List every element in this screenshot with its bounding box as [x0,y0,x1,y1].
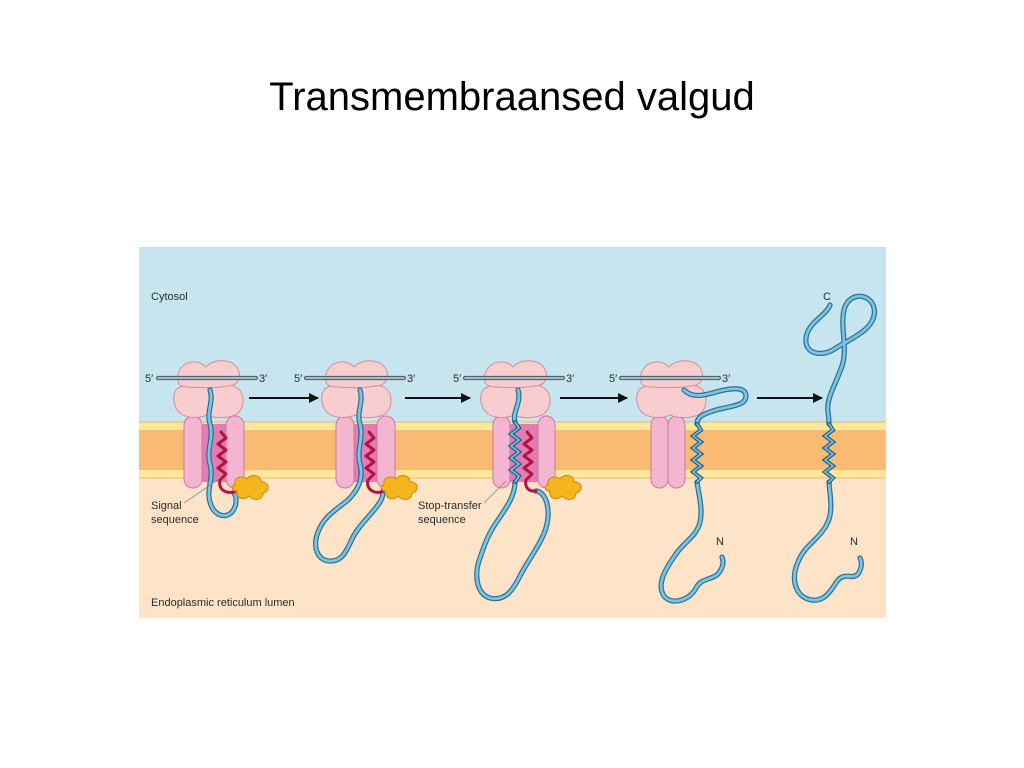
chain-core [314,388,384,563]
chain-core [207,388,238,517]
stop-transfer-label-line-1: Stop-transfer [418,500,482,512]
signal-sequence [364,430,384,494]
mrna-5-prime-label: 5′ [609,373,617,385]
n-terminus-label: N [850,536,858,548]
chain-core [682,387,748,426]
stop-transfer-label: Stop-transfer sequence [418,500,485,526]
stop-transfer-helix-core [509,421,521,483]
stop-transfer-sequence [689,422,705,484]
polypeptide-chain [474,387,551,602]
ribosome [636,360,707,419]
chain-core [475,480,550,601]
translocon [492,415,556,489]
signal-sequence-label-line-1: Signal [151,500,182,512]
translocon-left-wall [183,415,203,489]
signal-peptidase [231,474,269,500]
chain-core [793,480,863,602]
stage-2: 5′ 3′ [294,360,418,564]
ribosome-large-subunit [636,384,707,419]
signal-sequence [216,430,236,494]
signal-peptidase [544,474,582,500]
polypeptide-chain [206,387,239,519]
polypeptide-chain [791,293,877,603]
chain-core [513,388,521,424]
signal-sequence-leader-line [183,478,220,504]
cytosol-label: Cytosol [151,291,188,303]
mrna-5-prime-label: 5′ [453,373,461,385]
mrna-3-prime-label: 3′ [722,373,730,385]
stage-3: 5′ 3′ Stop-transfer sequence [418,360,582,602]
signal-sequence [522,430,538,493]
ribosome-small-subunit [484,360,547,389]
mrna-5-prime-label: 5′ [145,373,153,385]
ribosome [321,360,392,419]
stop-transfer-leader-line [483,480,507,504]
chain-core [804,294,876,426]
stop-transfer-label-line-2: sequence [418,514,466,526]
c-terminus-label: C [823,291,831,303]
ribosome-small-subunit [177,360,240,389]
polypeptide-chain [313,387,386,564]
ribosome [480,360,551,419]
ribosome-large-subunit [321,384,392,419]
n-terminus-label: N [716,536,724,548]
slide-title: Transmembraansed valgud [269,75,755,119]
translocon [183,415,245,489]
translocon [335,415,396,489]
translocon-closed [650,415,686,489]
signal-peptidase [380,474,418,500]
translocon-left-wall [492,415,511,489]
stop-transfer-sequence [821,422,837,484]
stop-transfer-sequence [507,420,523,484]
transmembrane-helix-core [691,423,703,483]
translocon-right-wall [667,415,686,489]
polypeptide-chain [658,386,749,604]
signal-sequence-label-line-2: sequence [151,514,199,526]
ribosome-small-subunit [640,360,703,389]
lumen-label: Endoplasmic reticulum lumen [151,597,295,609]
stage-1: 5′ 3′ Signal sequence [145,360,269,526]
stage-4: 5′ 3′ N [609,360,749,604]
chain-core [659,480,725,603]
mrna-3-prime-label: 3′ [407,373,415,385]
mrna-3-prime-label: 3′ [259,373,267,385]
transmembrane-helix-core [823,423,835,483]
translocon-left-wall [650,415,669,489]
mrna-5-prime-label: 5′ [294,373,302,385]
stage-5: C N [791,291,877,603]
ribosome-small-subunit [325,360,388,389]
mrna-3-prime-label: 3′ [566,373,574,385]
translocon-left-wall [335,415,355,489]
signal-sequence-label: Signal sequence [151,500,199,526]
